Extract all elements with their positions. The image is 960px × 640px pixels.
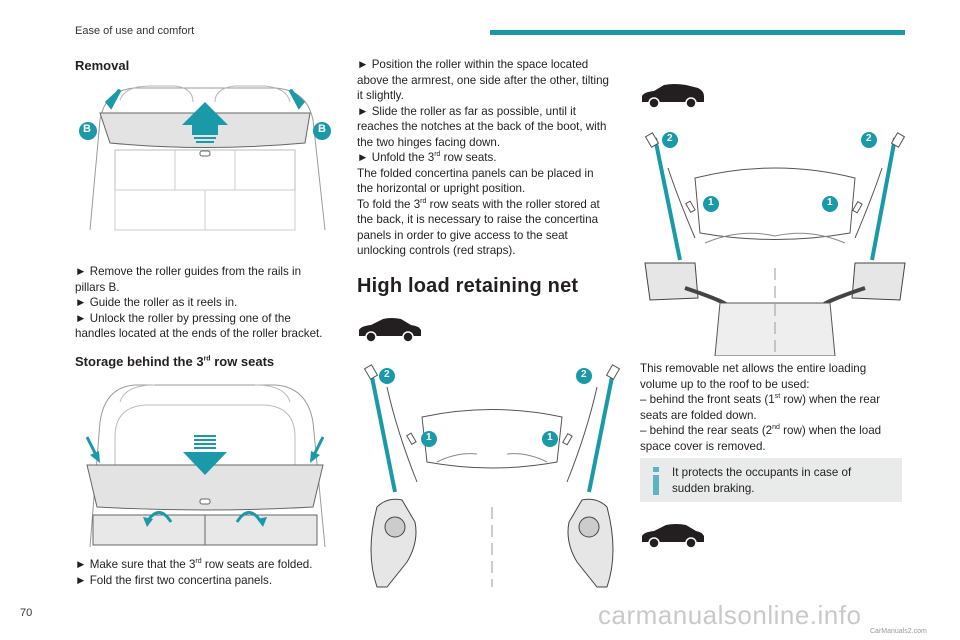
text-line: panels in order to give access to the se… (357, 228, 568, 242)
text-line: – behind the rear seats (2nd row) when t… (640, 424, 882, 437)
info-box (640, 458, 902, 502)
info-text: It protects the occupants in case of sud… (672, 466, 852, 495)
net-title: High load retaining net (357, 275, 579, 297)
header-accent-bar (490, 30, 905, 35)
net-description: This removable net allows the entire loa… (640, 361, 910, 454)
figure-label-1-right: 1 (827, 197, 833, 208)
text-line: above the armrest, one side after the ot… (357, 73, 609, 87)
text-line: the two hinges facing down. (357, 135, 501, 149)
figure-label-1-left: 1 (708, 197, 714, 208)
text-line: The folded concertina panels can be plac… (357, 166, 594, 180)
removal-step-line: pillars B. (75, 280, 120, 294)
net-heading-block: High load retaining net (357, 275, 579, 297)
figure-label-2-right: 2 (866, 133, 872, 144)
roller-removal-figure (75, 80, 335, 235)
figure-label-b-left: B (83, 123, 91, 135)
text-line: To fold the 3rd row seats with the rolle… (357, 197, 600, 211)
storage-step-2: ► Fold the first two concertina panels. (75, 573, 273, 587)
page-number: 70 (20, 607, 33, 619)
text-line: the horizontal or upright position. (357, 182, 526, 195)
removal-step-line: ► Unlock the roller by pressing one of t… (75, 311, 291, 325)
text-line: ► Slide the roller as far as possible, u… (357, 104, 576, 118)
removal-step-line: ► Remove the roller guides from the rail… (75, 265, 302, 278)
storage-heading-block: Storage behind the 3rd row seats (75, 354, 274, 370)
figure-label-1-right: 1 (547, 432, 553, 443)
removal-step-line: handles located at the ends of the rolle… (75, 327, 323, 340)
watermark-small: CarManuals2.com (870, 628, 927, 635)
roller-storage-figure (85, 384, 326, 548)
text-line: space cover is removed. (640, 439, 766, 453)
text-line: This removable net allows the entire loa… (640, 362, 867, 375)
storage-steps: ► Make sure that the 3rd row seats are f… (75, 557, 340, 588)
storage-title: Storage behind the 3rd row seats (75, 354, 275, 369)
figure-label-1-left: 1 (426, 432, 432, 443)
car-silhouette-icon (359, 318, 421, 343)
removal-steps: ► Remove the roller guides from the rail… (75, 264, 340, 342)
removal-heading-block: Removal (75, 58, 129, 74)
roller-install-text: ► Position the roller within the space l… (357, 57, 627, 259)
text-line: volume up to the roof to be used: (640, 377, 810, 391)
text-line: seats are folded down. (640, 408, 757, 422)
text-line: unlocking controls (red straps). (357, 244, 516, 257)
text-line: reaches the notches at the back of the b… (357, 120, 607, 133)
text-line: the back, it is necessary to raise the c… (357, 213, 599, 226)
figure-label-2-left: 2 (667, 133, 673, 144)
text-line: ► Position the roller within the space l… (357, 58, 589, 71)
info-icon (653, 467, 659, 495)
retaining-net-figure-a (363, 364, 621, 588)
figure-label-2-right: 2 (581, 369, 587, 380)
removal-title: Removal (75, 58, 130, 73)
text-line: ► Unfold the 3rd row seats. (357, 151, 497, 164)
car-silhouette-icon (642, 84, 704, 109)
storage-step-1: ► Make sure that the 3rd row seats are f… (75, 558, 313, 571)
text-line: – behind the front seats (1st row) when … (640, 393, 881, 406)
car-silhouette-icon (642, 524, 704, 549)
text-line: it slightly. (357, 89, 404, 102)
removal-step-line: ► Guide the roller as it reels in. (75, 296, 238, 309)
figure-label-b-right: B (318, 123, 326, 135)
header-section-title: Ease of use and comfort (75, 25, 195, 37)
retaining-net-figure-b (644, 132, 906, 356)
watermark: carmanualsonline.info (598, 600, 862, 630)
figure-label-2-left: 2 (384, 369, 390, 380)
